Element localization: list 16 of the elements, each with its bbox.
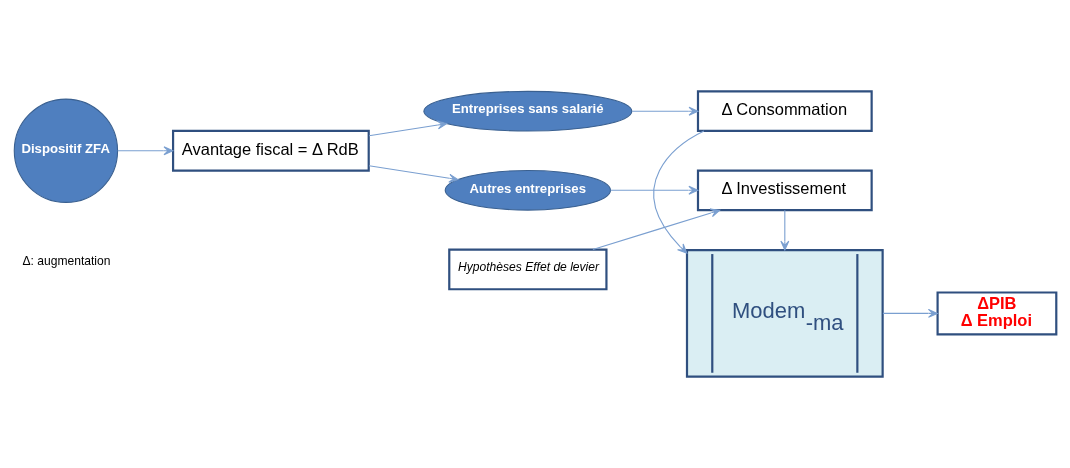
arrow [780, 209, 790, 251]
node-box: Δ Consommation [696, 90, 873, 133]
node-box: Avantage fiscal = Δ RdB [172, 129, 370, 172]
arrow [368, 165, 459, 183]
arrow [592, 208, 721, 251]
node-box: Hypothèses Effet de levier [448, 248, 608, 291]
arrow [117, 146, 174, 156]
arrow [653, 130, 705, 254]
arrow [368, 120, 448, 137]
node-box: Δ Investissement [696, 169, 873, 212]
node-box: ΔPIB Δ Emploi [936, 291, 1058, 336]
node-circle: Dispositif ZFA [13, 98, 119, 203]
label: Δ: augmentation [22, 253, 111, 268]
arrow [610, 185, 699, 195]
arrow [882, 308, 938, 318]
arrow [631, 106, 699, 116]
